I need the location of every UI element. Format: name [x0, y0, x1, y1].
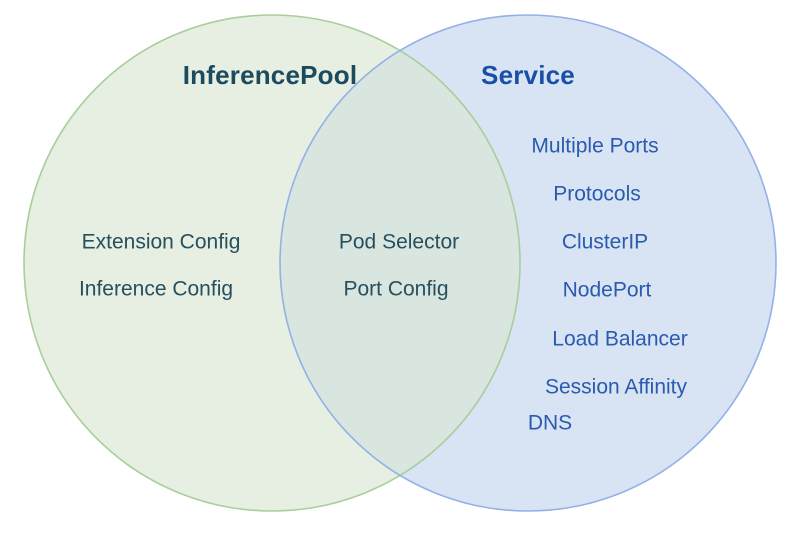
service-title: Service: [481, 60, 575, 90]
inferencepool-item-inference-config: Inference Config: [78, 277, 234, 301]
service-item-dns: DNS: [527, 411, 573, 435]
inferencepool-item-extension-config: Extension Config: [81, 230, 241, 254]
service-circle-outline: [279, 14, 777, 512]
service-item-session-affinity: Session Affinity: [544, 375, 688, 399]
service-item-nodeport: NodePort: [562, 278, 652, 302]
inferencepool-title: InferencePool: [182, 60, 358, 90]
inferencepool-circle-outline: [23, 14, 521, 512]
service-item-multiple-ports: Multiple Ports: [531, 134, 659, 158]
intersection-item-pod-selector: Pod Selector: [338, 230, 460, 254]
intersection-item-port-config: Port Config: [343, 277, 449, 301]
intersection-region: [280, 15, 520, 511]
service-item-protocols: Protocols: [553, 182, 641, 206]
service-item-load-balancer: Load Balancer: [552, 327, 688, 351]
service-item-clusterip: ClusterIP: [561, 230, 649, 254]
